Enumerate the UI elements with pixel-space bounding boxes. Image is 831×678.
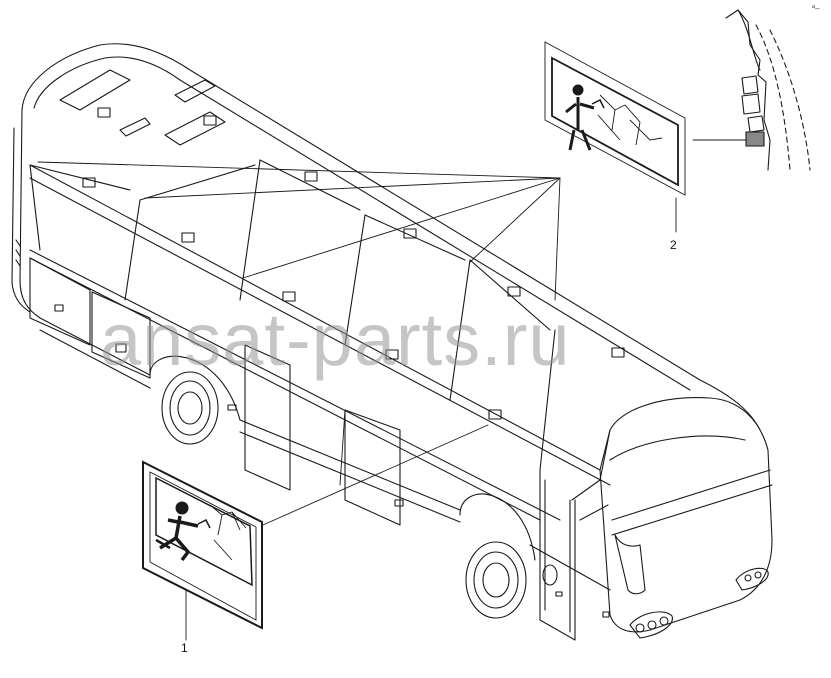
coach-bus-icon: [11, 43, 773, 641]
callout-2: 2: [670, 238, 677, 252]
corner-mark: ᵃ ̶: [812, 3, 820, 12]
leader-lines: [37, 139, 749, 641]
emergency-exit-sign-icon: [544, 41, 686, 196]
callout-1: 1: [181, 641, 188, 655]
window-hammer-icon: [725, 9, 811, 171]
emergency-exit-sign-icon: [142, 460, 263, 630]
